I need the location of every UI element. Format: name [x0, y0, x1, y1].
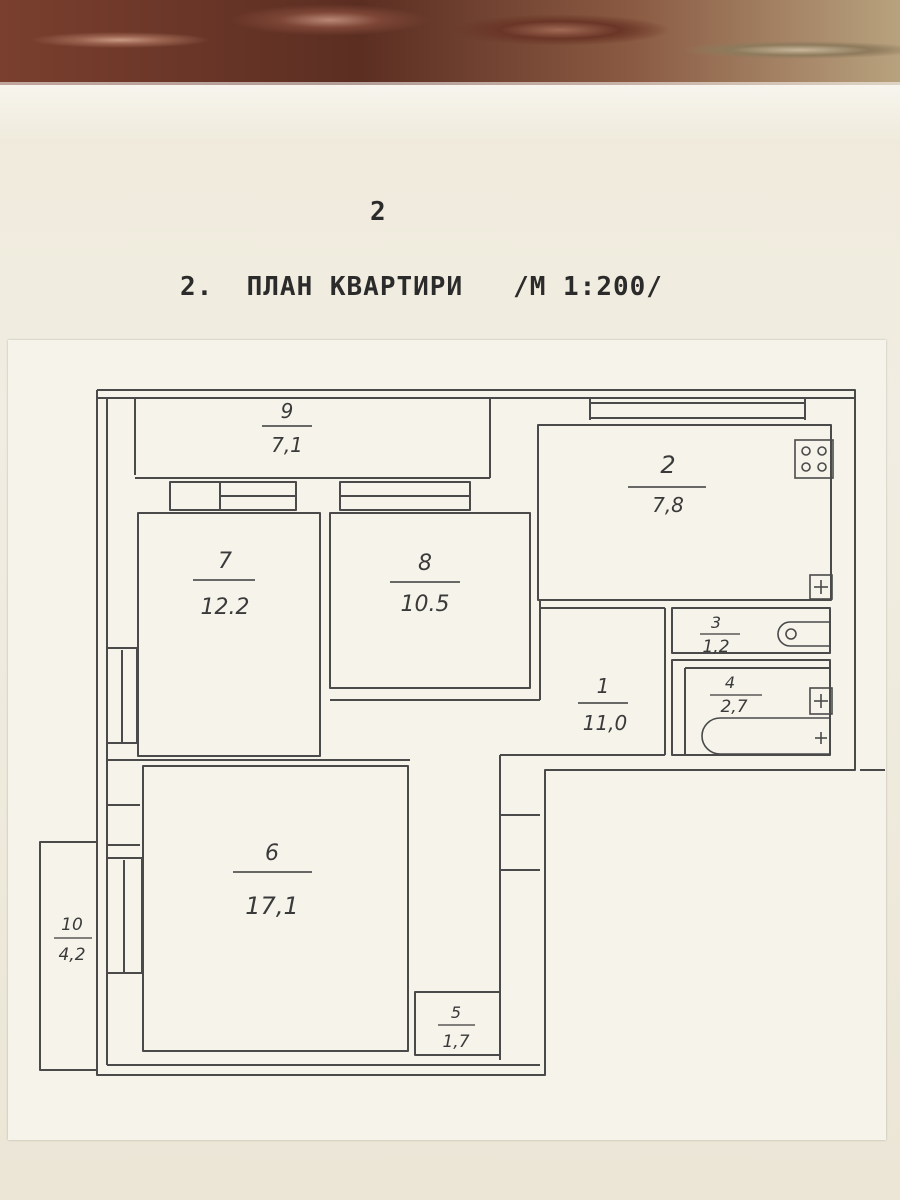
- room-4-number: 4: [725, 673, 735, 692]
- outer-walls: [96, 389, 856, 1076]
- room-2-area: 7,8: [652, 493, 684, 517]
- page-number: 2: [370, 197, 386, 227]
- room-2-walls: [537, 398, 832, 601]
- room-5-walls: [414, 991, 501, 1056]
- bathtub-icon: [701, 717, 830, 755]
- room-6-number: 6: [265, 841, 279, 866]
- left-windows: [106, 647, 143, 974]
- room-7-walls: [137, 481, 321, 757]
- room-10-area: 4,2: [58, 945, 85, 965]
- right-window: [500, 814, 540, 871]
- room-2-number: 2: [660, 451, 675, 479]
- room-1-area: 11,0: [583, 711, 628, 735]
- bathroom-walls: [671, 607, 831, 756]
- room-1-number: 1: [597, 674, 610, 698]
- room-3-area: 1,2: [702, 637, 729, 657]
- room-4-area: 2,7: [720, 697, 747, 717]
- room-labels: 9 7,1 2 7,8 7 12.2 8 10.5 3 1,2 4 2,7 1 …: [54, 399, 762, 1052]
- sink-icon: [809, 574, 833, 600]
- room-10-number: 10: [61, 915, 83, 935]
- room-6-area: 17,1: [245, 892, 298, 920]
- room-3-number: 3: [711, 613, 721, 632]
- room-9-number: 9: [281, 399, 294, 423]
- room-9-area: 7,1: [271, 433, 303, 457]
- room-1-walls: [330, 600, 666, 1060]
- stove-icon: [794, 439, 834, 479]
- toilet-icon: [777, 621, 830, 647]
- plastic-sleeve-edge: [0, 82, 900, 142]
- washbasin-icon: [809, 687, 833, 715]
- room-10-walls: [39, 841, 98, 1071]
- floor-plan-sheet: [8, 340, 886, 1140]
- room-5-number: 5: [451, 1003, 461, 1022]
- page-title: 2. ПЛАН КВАРТИРИ /М 1:200/: [180, 272, 663, 302]
- room-5-area: 1,7: [442, 1032, 469, 1052]
- room-7-number: 7: [218, 549, 232, 574]
- room-8-walls: [329, 481, 531, 689]
- room-8-number: 8: [418, 551, 432, 576]
- room-7-area: 12.2: [201, 595, 250, 620]
- room-8-area: 10.5: [401, 592, 450, 617]
